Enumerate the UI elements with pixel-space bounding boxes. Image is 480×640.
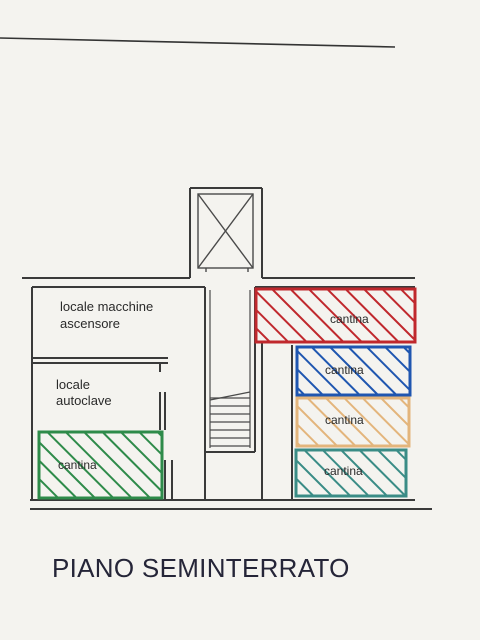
floor-title: PIANO SEMINTERRATO <box>52 553 350 583</box>
cantina-tan: cantina <box>295 396 411 448</box>
cantina-teal: cantina <box>294 448 408 498</box>
machine-room-label-line1: locale macchine <box>60 299 153 314</box>
autoclave-room-label-line2: autoclave <box>56 393 112 408</box>
sheet-top-line <box>0 37 396 48</box>
cantina-left: cantina <box>37 430 164 500</box>
cantina-teal-label: cantina <box>324 464 363 478</box>
cantina-blue-label: cantina <box>325 363 364 377</box>
machine-room-label-line2: ascensore <box>60 316 120 331</box>
cantina-red-label: cantina <box>330 312 369 326</box>
cantina-red: cantina <box>254 287 417 344</box>
staircase <box>209 290 251 448</box>
cantina-left-label: cantina <box>58 458 97 472</box>
cantina-tan-label: cantina <box>325 413 364 427</box>
autoclave-room-label-line1: locale <box>56 377 90 392</box>
elevator-shaft <box>197 193 254 272</box>
cantina-blue: cantina <box>295 345 412 397</box>
